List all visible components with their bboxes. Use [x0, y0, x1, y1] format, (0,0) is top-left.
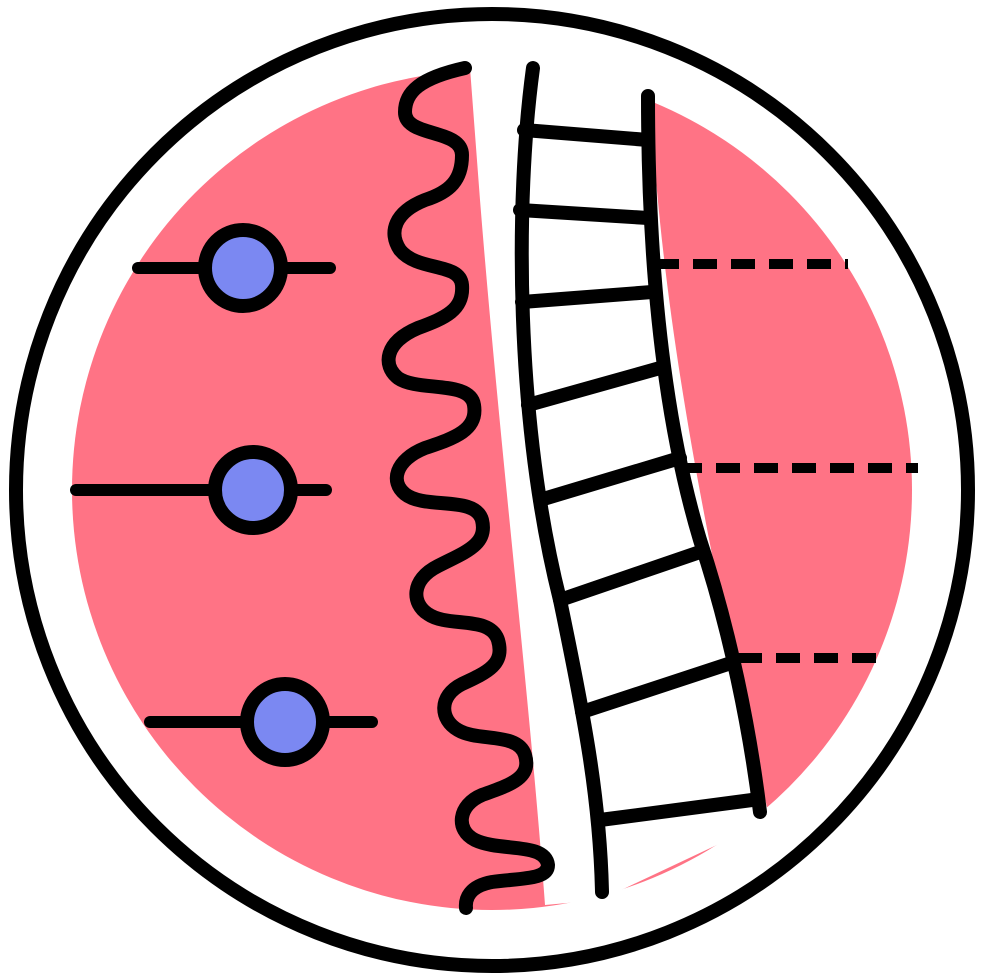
- vertebra-line: [521, 361, 667, 412]
- vertebra-line: [593, 793, 759, 827]
- vertebra-line: [533, 451, 687, 507]
- spine-right-edge: [641, 89, 767, 819]
- vertebra-line: [515, 285, 659, 309]
- marker-dot: [208, 445, 298, 535]
- vertebra-line: [575, 657, 735, 719]
- vertebra-line: [513, 203, 655, 225]
- spine-left-edge: [514, 61, 609, 899]
- marker-dot: [240, 677, 330, 767]
- marker-dot: [198, 223, 288, 313]
- spine-backdrop: [470, 68, 770, 905]
- vertebra-line: [517, 123, 655, 147]
- vertebra-line: [553, 545, 707, 607]
- spinous-process-outline: [381, 61, 555, 915]
